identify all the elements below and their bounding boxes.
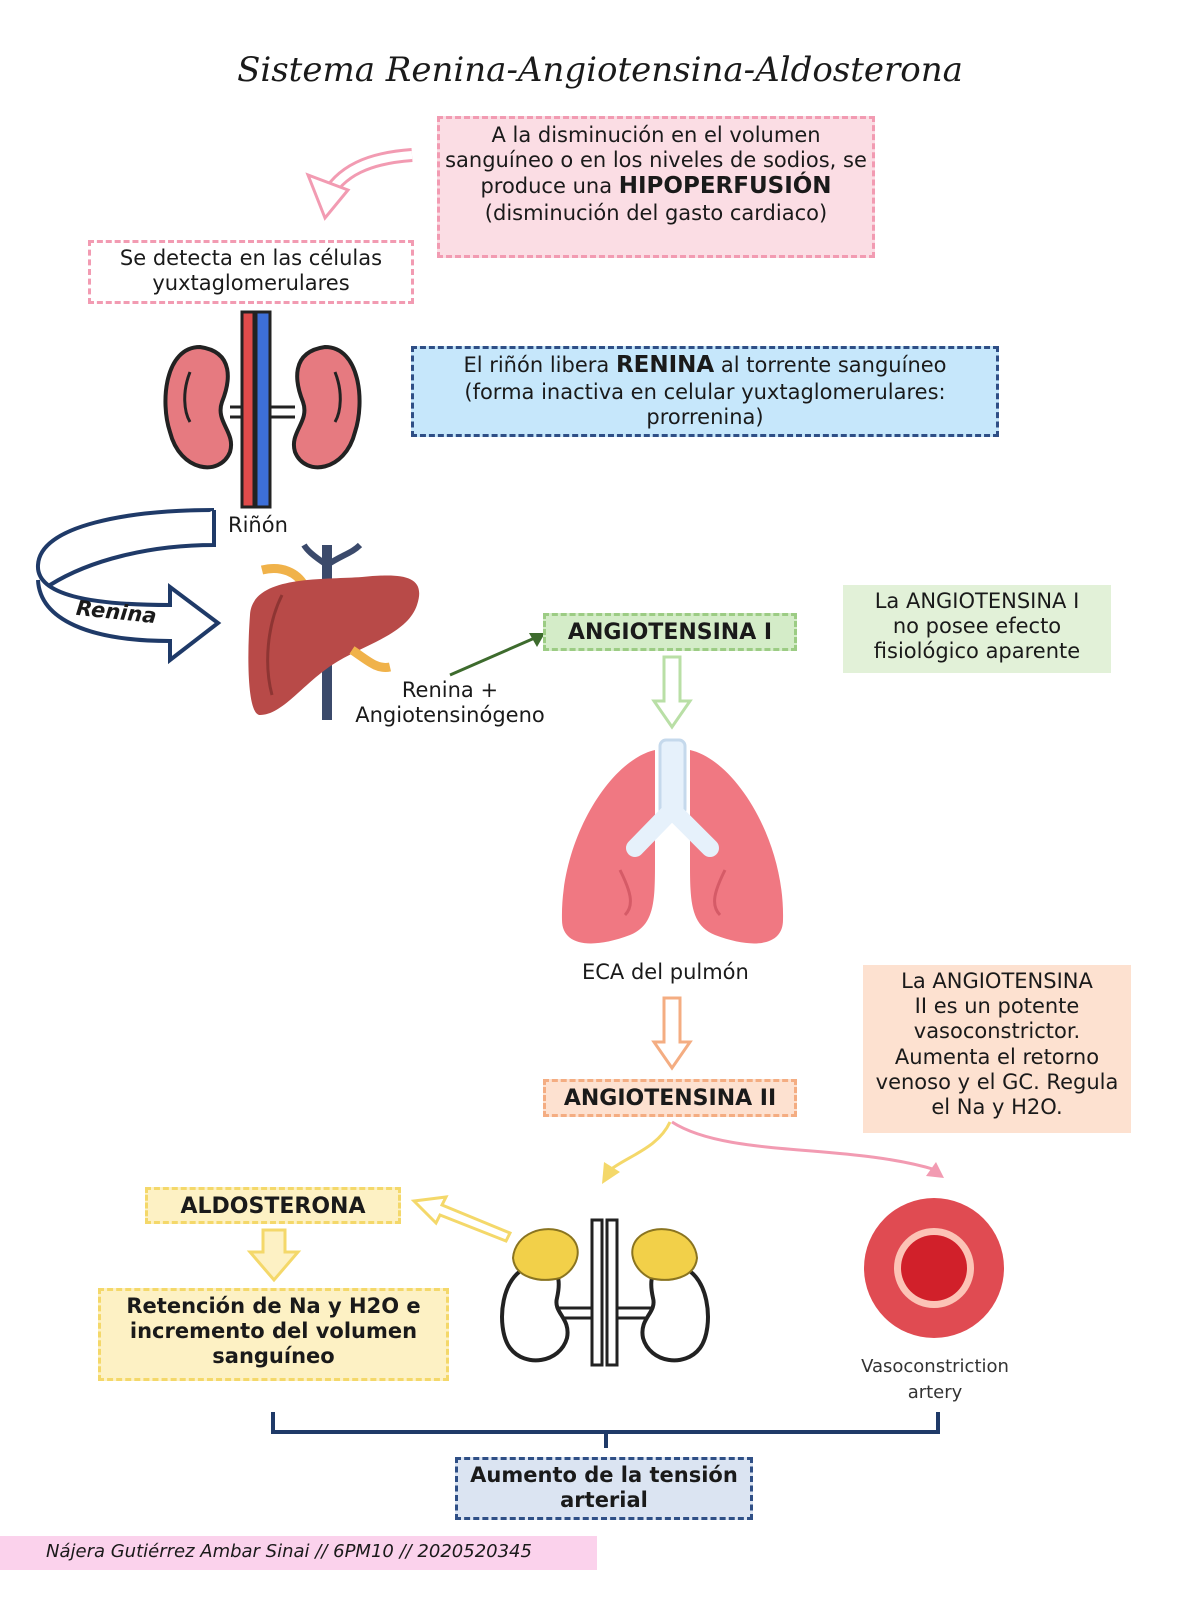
renina-keyword: RENINA <box>615 352 715 378</box>
footer-text: Nájera Gutiérrez Ambar Sinai // 6PM10 //… <box>46 1541 532 1562</box>
angiotensina-1-note-line3: fisiológico aparente <box>873 639 1081 664</box>
eca-label: ECA del pulmón <box>582 960 749 984</box>
yellow-down-arrow <box>246 1228 302 1283</box>
adrenal-kidneys-icon <box>500 1218 710 1367</box>
resultado-box: Aumento de la tensión arterial <box>455 1457 753 1520</box>
hipoperfusion-line1: A la disminución en el volumen <box>491 123 821 147</box>
angiotensina-1-note-line1: La ANGIOTENSINA I <box>874 589 1080 613</box>
renina-liberada-line3: prorrenina) <box>646 404 764 429</box>
angiotensina-1-note-line2: no posee efecto <box>892 614 1062 639</box>
resultado-line1: Aumento de la tensión <box>470 1463 738 1487</box>
renina-curved-arrow <box>35 508 222 665</box>
yellow-curved-arrow <box>602 1121 672 1184</box>
angiotensina-2-note-line5: venoso y el GC. Regula <box>875 1069 1119 1094</box>
hipoperfusion-keyword: HIPOPERFUSIÓN <box>618 173 832 200</box>
renina-angiotensinogeno-label: Renina + Angiotensinógeno <box>350 678 550 728</box>
angiotensina-2-note-line4: Aumenta el retorno <box>894 1044 1100 1069</box>
deteccion-line2: yuxtaglomerulares <box>152 271 350 296</box>
aldosterona-box: ALDOSTERONA <box>145 1187 401 1224</box>
hipoperfusion-line3: produce una HIPOPERFUSIÓN <box>440 173 872 201</box>
angiotensina-1-box: ANGIOTENSINA I <box>543 613 797 651</box>
peach-down-arrow <box>651 996 693 1071</box>
retencion-box: Retención de Na y H2O e incremento del v… <box>98 1288 449 1381</box>
angiotensina-2-note-line2: II es un potente <box>914 994 1080 1019</box>
green-arrow <box>449 633 545 677</box>
vaso-line1: Vasoconstriction <box>861 1356 1009 1377</box>
page-title: Sistema Renina-Angiotensina-Aldosterona <box>237 50 963 90</box>
deteccion-box: Se detecta en las células yuxtaglomerula… <box>88 240 414 304</box>
retencion-line1: Retención de Na y H2O e <box>126 1294 421 1318</box>
renina-angio-line2: Angiotensinógeno <box>355 703 545 728</box>
green-down-arrow <box>651 655 693 730</box>
liver-icon <box>248 542 420 720</box>
angiotensina-2-note-line3: vasoconstrictor. <box>913 1019 1081 1044</box>
renina-liberada-line1: El riñón libera RENINA al torrente sangu… <box>414 352 996 380</box>
rinon-label: Riñón <box>228 513 288 537</box>
kidney-icon <box>163 310 362 509</box>
resultado-line2: arterial <box>560 1488 648 1513</box>
angiotensina-2-box: ANGIOTENSINA II <box>543 1079 797 1117</box>
vaso-line2: artery <box>907 1382 963 1404</box>
pink-curved-arrow-artery <box>671 1120 944 1178</box>
renina-liberada-suffix: al torrente sanguíneo <box>720 353 947 377</box>
renina-liberada-prefix: El riñón libera <box>463 353 610 377</box>
hipoperfusion-line2: sanguíneo o en los niveles de sodios, se <box>445 148 867 173</box>
retencion-line2: incremento del volumen <box>129 1319 418 1344</box>
pink-curved-arrow <box>305 148 413 221</box>
yellow-left-arrow <box>410 1195 513 1243</box>
hipoperfusion-prefix: produce una <box>480 174 613 199</box>
deteccion-line1: Se detecta en las células <box>119 246 383 270</box>
artery-icon <box>864 1198 1004 1338</box>
angiotensina-2-note: La ANGIOTENSINA II es un potente vasocon… <box>863 965 1131 1133</box>
hipoperfusion-line4: (disminución del gasto cardiaco) <box>484 200 828 225</box>
hipoperfusion-box: A la disminución en el volumen sanguíneo… <box>437 116 875 258</box>
result-bracket <box>271 1412 940 1448</box>
angiotensina-2-note-line6: el Na y H2O. <box>931 1094 1063 1119</box>
renina-liberada-box: El riñón libera RENINA al torrente sangu… <box>411 346 999 437</box>
angiotensina-2-note-line1: La ANGIOTENSINA <box>901 969 1093 993</box>
retencion-line3: sanguíneo <box>212 1344 335 1369</box>
footer: Nájera Gutiérrez Ambar Sinai // 6PM10 //… <box>0 1536 597 1570</box>
vasoconstriction-label: Vasoconstriction artery <box>855 1354 1015 1406</box>
angiotensina-1-note: La ANGIOTENSINA I no posee efecto fisiol… <box>843 585 1111 673</box>
renina-liberada-line2: (forma inactiva en celular yuxtaglomerul… <box>464 379 946 404</box>
lungs-icon <box>561 738 784 944</box>
renina-angio-line1: Renina + <box>401 678 499 702</box>
